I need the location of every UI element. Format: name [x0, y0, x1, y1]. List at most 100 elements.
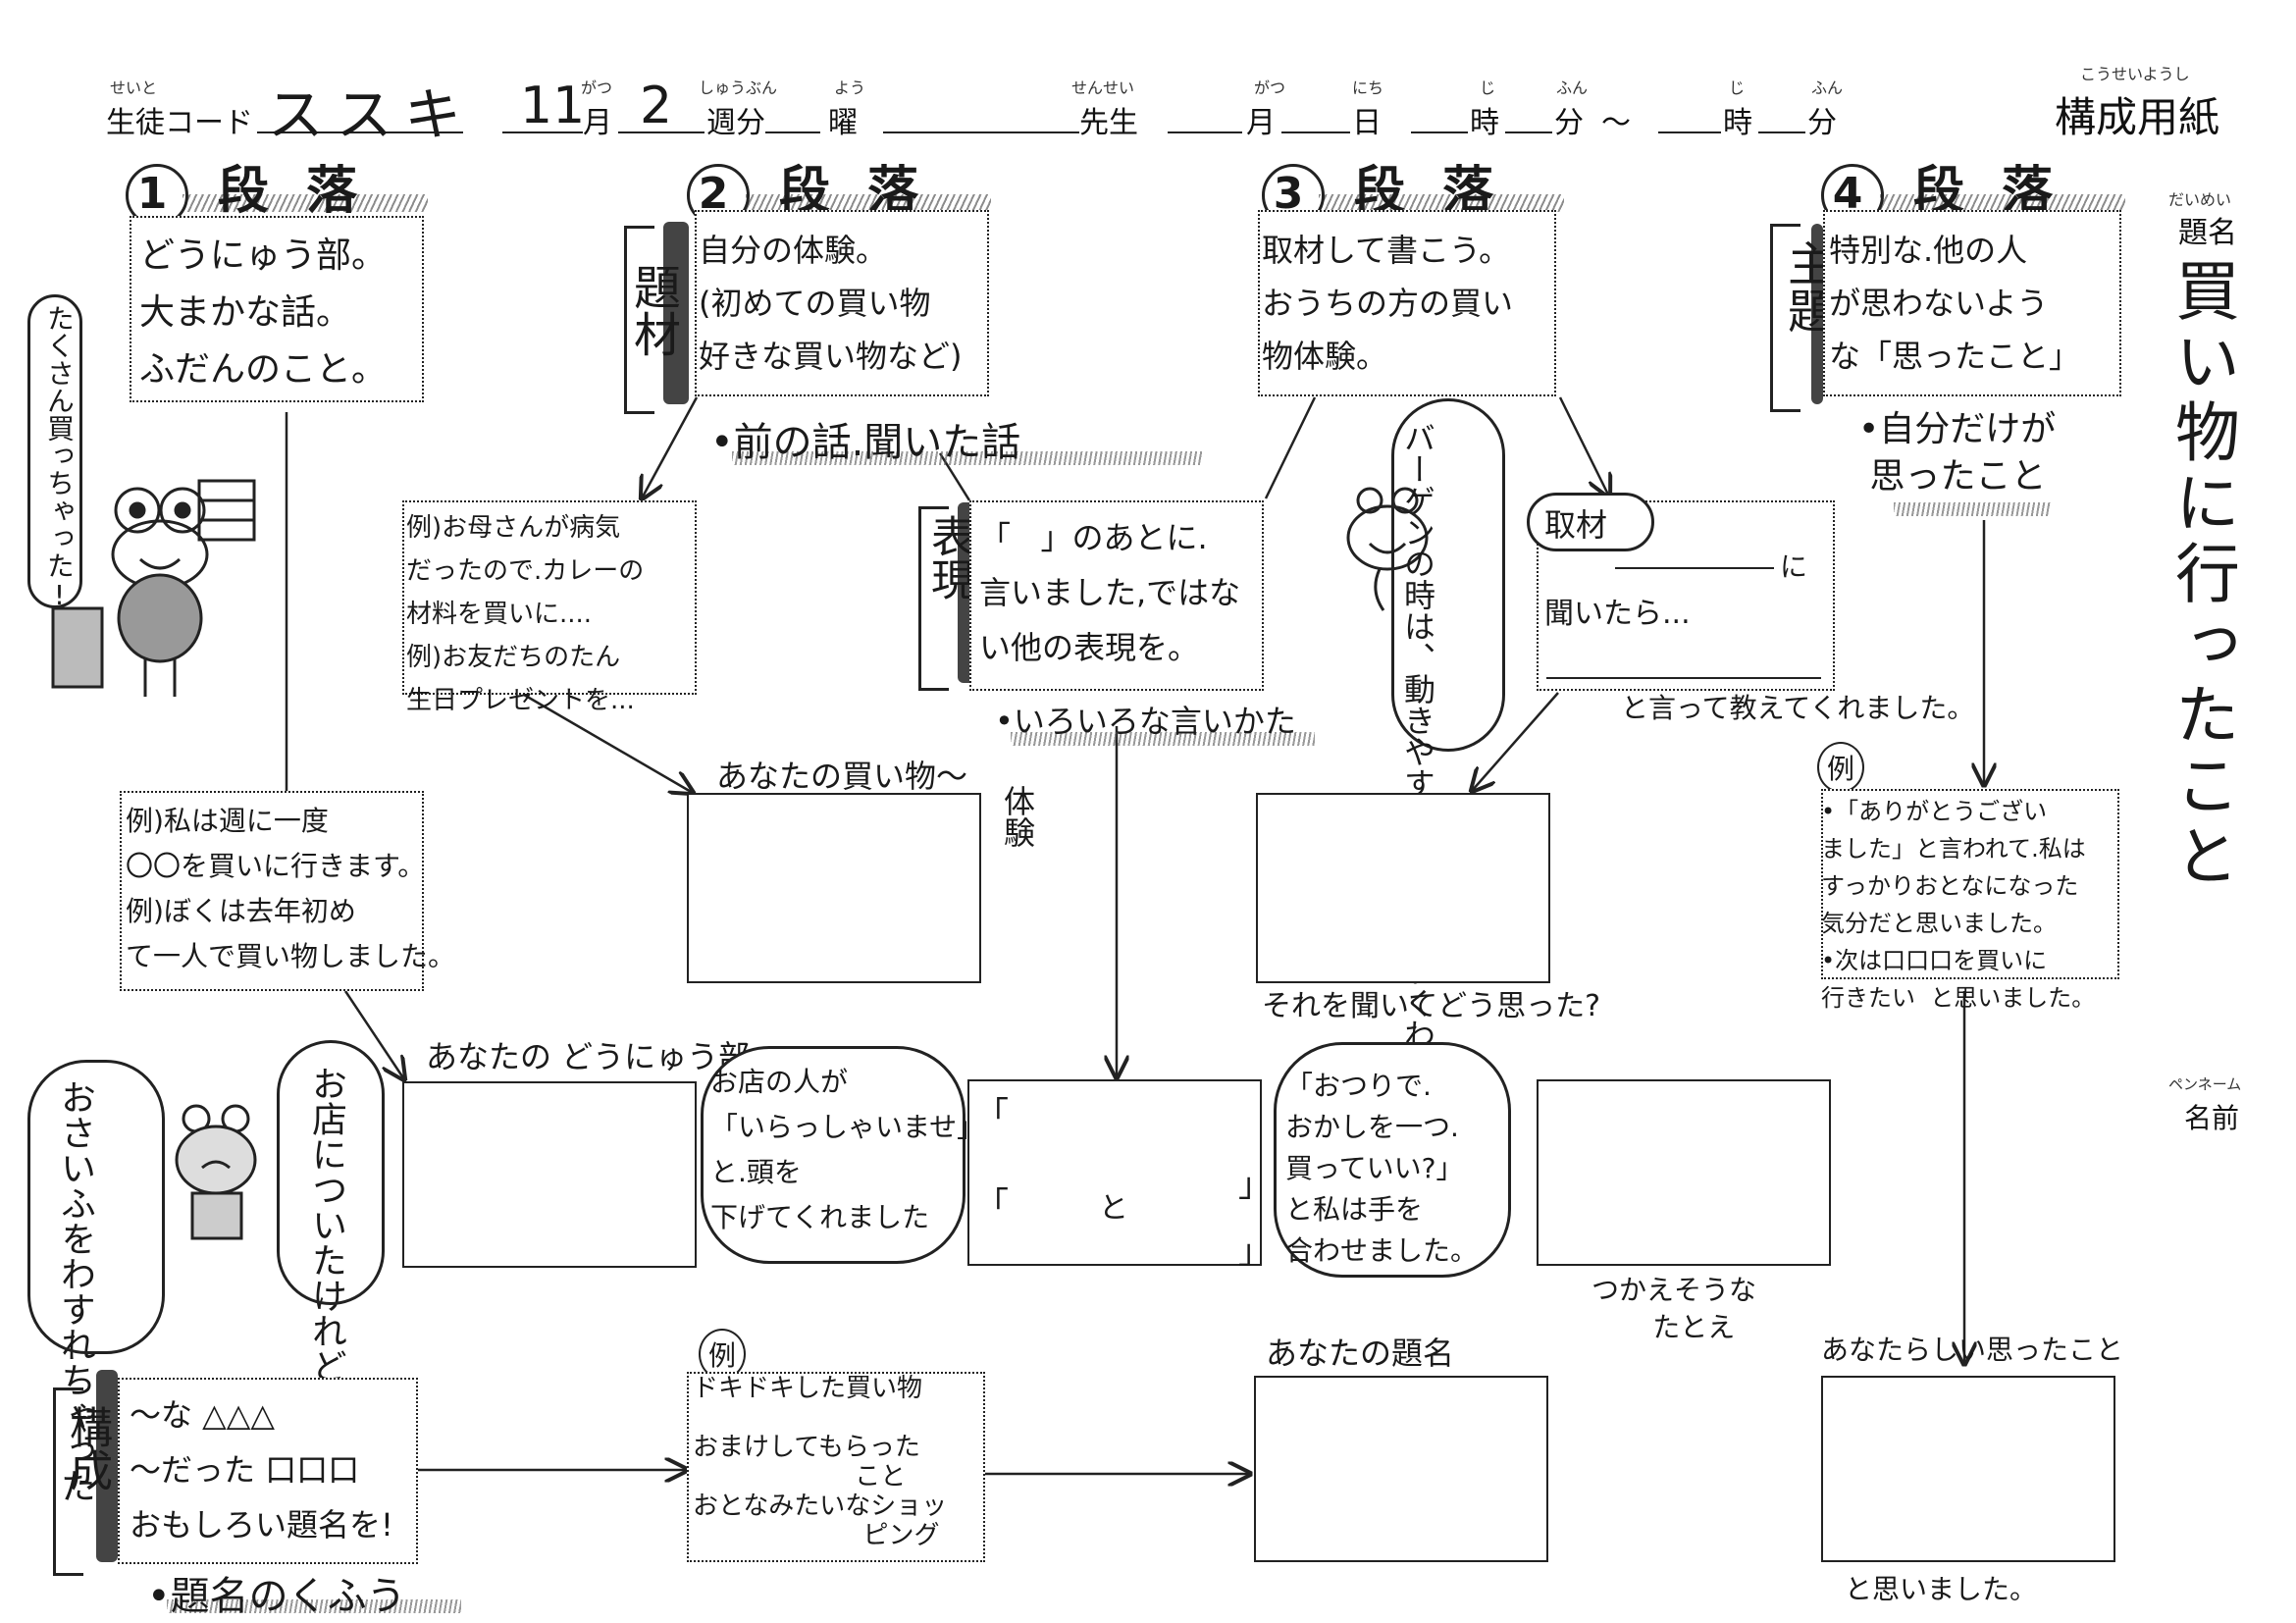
col3-interview-answer-box[interactable]: [1256, 793, 1550, 983]
col2-side-bar: [663, 222, 689, 404]
week-value: 2: [640, 77, 673, 135]
month-field[interactable]: [502, 131, 583, 133]
col4-side-bracket: [1770, 224, 1800, 412]
structure-box-text: 〜な △△△ 〜だった 口口口 おもしろい題名を!: [130, 1396, 393, 1544]
col4-your-thought-box[interactable]: [1821, 1376, 2115, 1562]
para4-underline: [1880, 194, 2125, 212]
col4-example-tag: 例: [1817, 742, 1865, 793]
col3-simile-label: つかえそうな たとえ: [1592, 1274, 1757, 1343]
end-hour-ruby: じ: [1729, 79, 1746, 97]
col4-example-box: [1821, 789, 2119, 979]
col2b-expression-box: [969, 500, 1264, 691]
col2-title-examples-text: ドキドキした買い物 おまけしてもらった こと おとなみたいなショッ ピング: [693, 1374, 948, 1550]
col2b-expression-text: 「 」のあとに. 言いました,ではな い他の表現を。: [979, 519, 1241, 666]
col2b-side-bracket: [918, 506, 949, 691]
bubble-store-staff-text: お店の人が 「いらっしゃいませ」 と.頭を 下げてくれました: [710, 1066, 985, 1233]
col3-interview-tag: 取材: [1544, 506, 1608, 544]
col2-side-bracket: [624, 226, 654, 414]
para1-label: 段 落: [218, 162, 368, 221]
col4-your-thought-label: あなたらしい思ったこと: [1821, 1334, 2124, 1366]
time-min-field[interactable]: [1505, 131, 1552, 133]
structure-box: [118, 1378, 418, 1564]
teacher-ruby: せんせい: [1071, 79, 1135, 97]
student-code-value: ススキ: [267, 81, 474, 148]
time-hour-field[interactable]: [1411, 131, 1468, 133]
pen-name-ruby: ペンネーム: [2168, 1075, 2242, 1093]
week-field[interactable]: [618, 131, 704, 133]
time-min-ruby: ふん: [1556, 79, 1589, 97]
col2-bottom-bullet-underline: [167, 1599, 461, 1613]
date-day-ruby: にち: [1352, 79, 1384, 97]
end-hour-label: 時: [1723, 106, 1752, 140]
student-code-field[interactable]: [257, 131, 463, 133]
col2-example-text: 例)お母さんが病気 だったので.カレーの 材料を買いに.... 例)お友だちのた…: [406, 513, 645, 715]
para2-underline: [746, 194, 991, 212]
para1-underline: [183, 194, 428, 212]
time-tilde: 〜: [1601, 106, 1631, 140]
interview-person-field[interactable]: [1615, 567, 1774, 569]
frog-shopping-illustration: [51, 479, 256, 697]
col2-title-examples-box: [687, 1372, 985, 1562]
student-code-label: 生徒コード: [106, 106, 253, 140]
para1-number: 1: [126, 164, 188, 227]
col3-interview-tag-bubble: [1527, 493, 1654, 551]
interview-answer-field[interactable]: [1546, 677, 1821, 679]
col2-bullet-underline: [732, 451, 1203, 465]
col2b-bullet-underline: [1011, 732, 1315, 746]
para1-box: [130, 216, 424, 402]
date-day-label: 日: [1352, 106, 1382, 140]
title-label: 題名: [2178, 216, 2237, 250]
col3-interview-asked: 聞いたら...: [1544, 597, 1691, 631]
col1-example-box: [120, 791, 424, 991]
month-label: 月: [583, 106, 612, 140]
sheet-title-ruby: こうせいようし: [2080, 65, 2190, 83]
week-label: 週分: [706, 106, 765, 140]
dow-label: 曜: [828, 106, 858, 140]
title-value[interactable]: 買い物に行ったこと: [2165, 257, 2240, 893]
col2-bottom-bullet: •題名のくふう: [147, 1574, 406, 1619]
para3-underline: [1319, 194, 1564, 212]
para2-box: [695, 210, 989, 396]
col4-bullet-underline: [1894, 502, 2051, 516]
col3-how-thought: それを聞いてどう思った?: [1262, 989, 1601, 1023]
date-month-label: 月: [1246, 106, 1276, 140]
col3-interview-ni: に: [1780, 550, 1808, 583]
date-day-field[interactable]: [1281, 131, 1350, 133]
col1-intro-box[interactable]: [402, 1081, 697, 1268]
col4-bullet: •自分だけが 思ったこと: [1858, 409, 2057, 497]
col4-side-bar: [1811, 224, 1823, 404]
dow-field[interactable]: [765, 131, 820, 133]
para4-box: [1823, 210, 2121, 396]
bubble-forgot: [27, 1060, 165, 1354]
col2b-side-tag: 表現: [923, 514, 973, 601]
col2-your-shopping-label: あなたの買い物〜: [716, 758, 968, 795]
time-min-label: 分: [1554, 106, 1584, 140]
dow-ruby: よう: [834, 79, 866, 97]
teacher-field[interactable]: [883, 131, 1079, 133]
col2-side-tag: 題材: [625, 263, 680, 357]
col2-your-shopping-box[interactable]: [687, 793, 981, 983]
date-month-field[interactable]: [1168, 131, 1242, 133]
time-hour-label: 時: [1470, 106, 1499, 140]
para3-box: [1258, 210, 1556, 396]
end-hour-field[interactable]: [1658, 131, 1721, 133]
title-ruby: だいめい: [2168, 190, 2232, 209]
para2-box-text: 自分の体験。 (初めての買い物 好きな買い物など): [699, 232, 963, 375]
end-min-field[interactable]: [1758, 131, 1805, 133]
month-ruby: がつ: [581, 79, 613, 97]
col2-example-box: [402, 500, 697, 695]
month-value: 11: [520, 77, 586, 135]
student-code-ruby: せいと: [110, 79, 158, 97]
col2b-quote-box[interactable]: [967, 1079, 1262, 1266]
col3-simile-box[interactable]: [1537, 1079, 1831, 1266]
bubble-store-staff: [701, 1046, 965, 1264]
col2-bullet: •前の話.聞いた話: [710, 420, 1021, 465]
col2-experience-label: 体験: [999, 785, 1036, 848]
structure-side-tag: 構成: [62, 1405, 112, 1492]
structure-side-bracket: [53, 1387, 83, 1576]
week-ruby: しゅうぶん: [699, 79, 778, 97]
col3-frog-bubble: [1391, 398, 1505, 752]
quote-and: と: [1099, 1191, 1128, 1226]
col3-your-title-box[interactable]: [1254, 1376, 1548, 1562]
col3-your-title-label: あなたの題名: [1266, 1335, 1455, 1372]
